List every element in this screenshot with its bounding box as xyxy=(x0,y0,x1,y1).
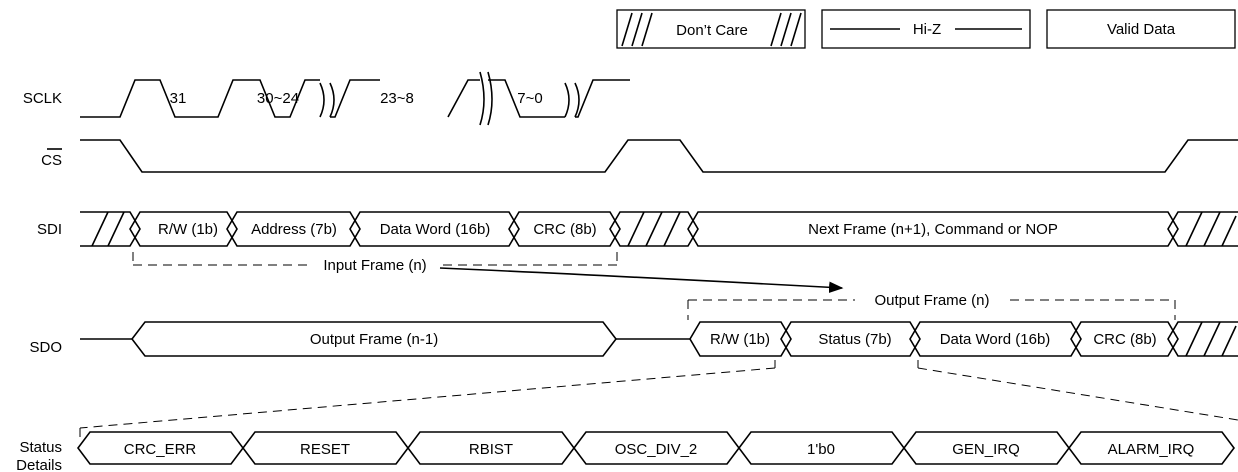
sdo-waveform: Output Frame (n-1) R/W (1b) Status (7b) … xyxy=(80,321,1238,357)
cs-waveform xyxy=(80,139,1238,173)
sdi-label-next-frame: Next Frame (n+1), Command or NOP xyxy=(808,221,1058,238)
break-mark xyxy=(329,82,335,118)
hatch-line xyxy=(770,12,782,47)
sdo-label-data-word: Data Word (16b) xyxy=(940,331,1051,348)
sdi-label-address: Address (7b) xyxy=(251,221,337,238)
hatch-line xyxy=(631,12,643,47)
sdo-label-crc: CRC (8b) xyxy=(1093,331,1156,348)
sdi-field-data-word xyxy=(349,211,520,247)
sclk-trace xyxy=(80,79,320,118)
input-frame-label: Input Frame (n) xyxy=(323,257,426,274)
sclk-bits-7-0: 7~0 xyxy=(517,90,542,107)
sclk-waveform: 31 30~24 23~8 7~0 xyxy=(80,71,630,126)
status-label-reset: RESET xyxy=(300,441,350,458)
legend-dont-care: Don’t Care xyxy=(616,9,806,49)
sclk-trace xyxy=(488,79,565,118)
sdo-label: SDO xyxy=(29,339,62,356)
sdi-dont-care-mid xyxy=(609,211,699,247)
legend-hi-z: Hi-Z xyxy=(821,9,1031,49)
legend-valid-data-label: Valid Data xyxy=(1107,21,1176,38)
sdo-label-status: Status (7b) xyxy=(818,331,891,348)
sdi-label: SDI xyxy=(37,221,62,238)
sclk-trace xyxy=(330,79,380,118)
hatch-line xyxy=(621,12,633,47)
sdi-label-crc: CRC (8b) xyxy=(533,221,596,238)
sdo-label-rw: R/W (1b) xyxy=(710,331,770,348)
break-mark xyxy=(479,71,485,126)
status-bit-alarm-irq xyxy=(1068,431,1235,465)
legend: Don’t Care Hi-Z Valid Data xyxy=(616,9,1236,49)
sdi-label-data-word: Data Word (16b) xyxy=(380,221,491,238)
sdo-dont-care-right xyxy=(1167,321,1238,357)
break-mark xyxy=(574,82,580,118)
sdo-field-rw xyxy=(689,321,792,357)
sclk-bit-31: 31 xyxy=(170,90,187,107)
sclk-trace xyxy=(447,79,480,118)
break-mark xyxy=(487,71,493,126)
hatch-line xyxy=(780,12,792,47)
frame-transfer-arrow xyxy=(439,267,844,294)
break-mark xyxy=(319,82,325,118)
legend-hi-z-label: Hi-Z xyxy=(913,21,941,38)
cs-label: CS xyxy=(41,152,62,169)
status-label-gen-irq: GEN_IRQ xyxy=(952,441,1020,458)
legend-valid-data: Valid Data xyxy=(1046,9,1236,49)
status-label-crc-err: CRC_ERR xyxy=(124,441,197,458)
status-label-alarm-irq: ALARM_IRQ xyxy=(1108,441,1195,458)
sdo-label-prev-frame: Output Frame (n-1) xyxy=(310,331,438,348)
sdi-field-crc xyxy=(508,211,621,247)
output-frame-label: Output Frame (n) xyxy=(874,292,989,309)
sdi-dont-care-left xyxy=(80,211,141,247)
sdo-field-status xyxy=(780,321,921,357)
sdi-dont-care-right xyxy=(1167,211,1238,247)
hatch-line xyxy=(790,12,802,47)
sdi-next-frame xyxy=(687,211,1179,247)
status-label-rbist: RBIST xyxy=(469,441,513,458)
sclk-bits-30-24: 30~24 xyxy=(257,90,299,107)
hatch-line xyxy=(641,12,653,47)
sdo-field-crc xyxy=(1070,321,1179,357)
sdi-field-address xyxy=(226,211,361,247)
input-frame-bracket: Input Frame (n) xyxy=(132,252,618,274)
sclk-trace xyxy=(575,79,630,118)
status-label-reserved: 1'b0 xyxy=(807,441,835,458)
status-label-osc-div-2: OSC_DIV_2 xyxy=(615,441,698,458)
status-details-label-line1: Status xyxy=(19,439,62,456)
status-details-waveform: CRC_ERR RESET RBIST OSC_DIV_2 1'b0 GEN_I… xyxy=(77,431,1235,465)
status-details-label-line2: Details xyxy=(16,457,62,472)
sclk-label: SCLK xyxy=(23,90,62,107)
sdi-waveform: R/W (1b) Address (7b) Data Word (16b) CR… xyxy=(80,211,1238,247)
sdi-label-rw: R/W (1b) xyxy=(158,221,218,238)
legend-dont-care-label: Don’t Care xyxy=(676,22,748,39)
sdo-field-data-word xyxy=(909,321,1082,357)
output-frame-bracket: Output Frame (n) xyxy=(687,292,1176,320)
break-mark xyxy=(564,82,570,118)
sdi-field-rw xyxy=(129,211,238,247)
sclk-bits-23-8: 23~8 xyxy=(380,90,414,107)
status-expansion-lines xyxy=(79,360,1238,440)
